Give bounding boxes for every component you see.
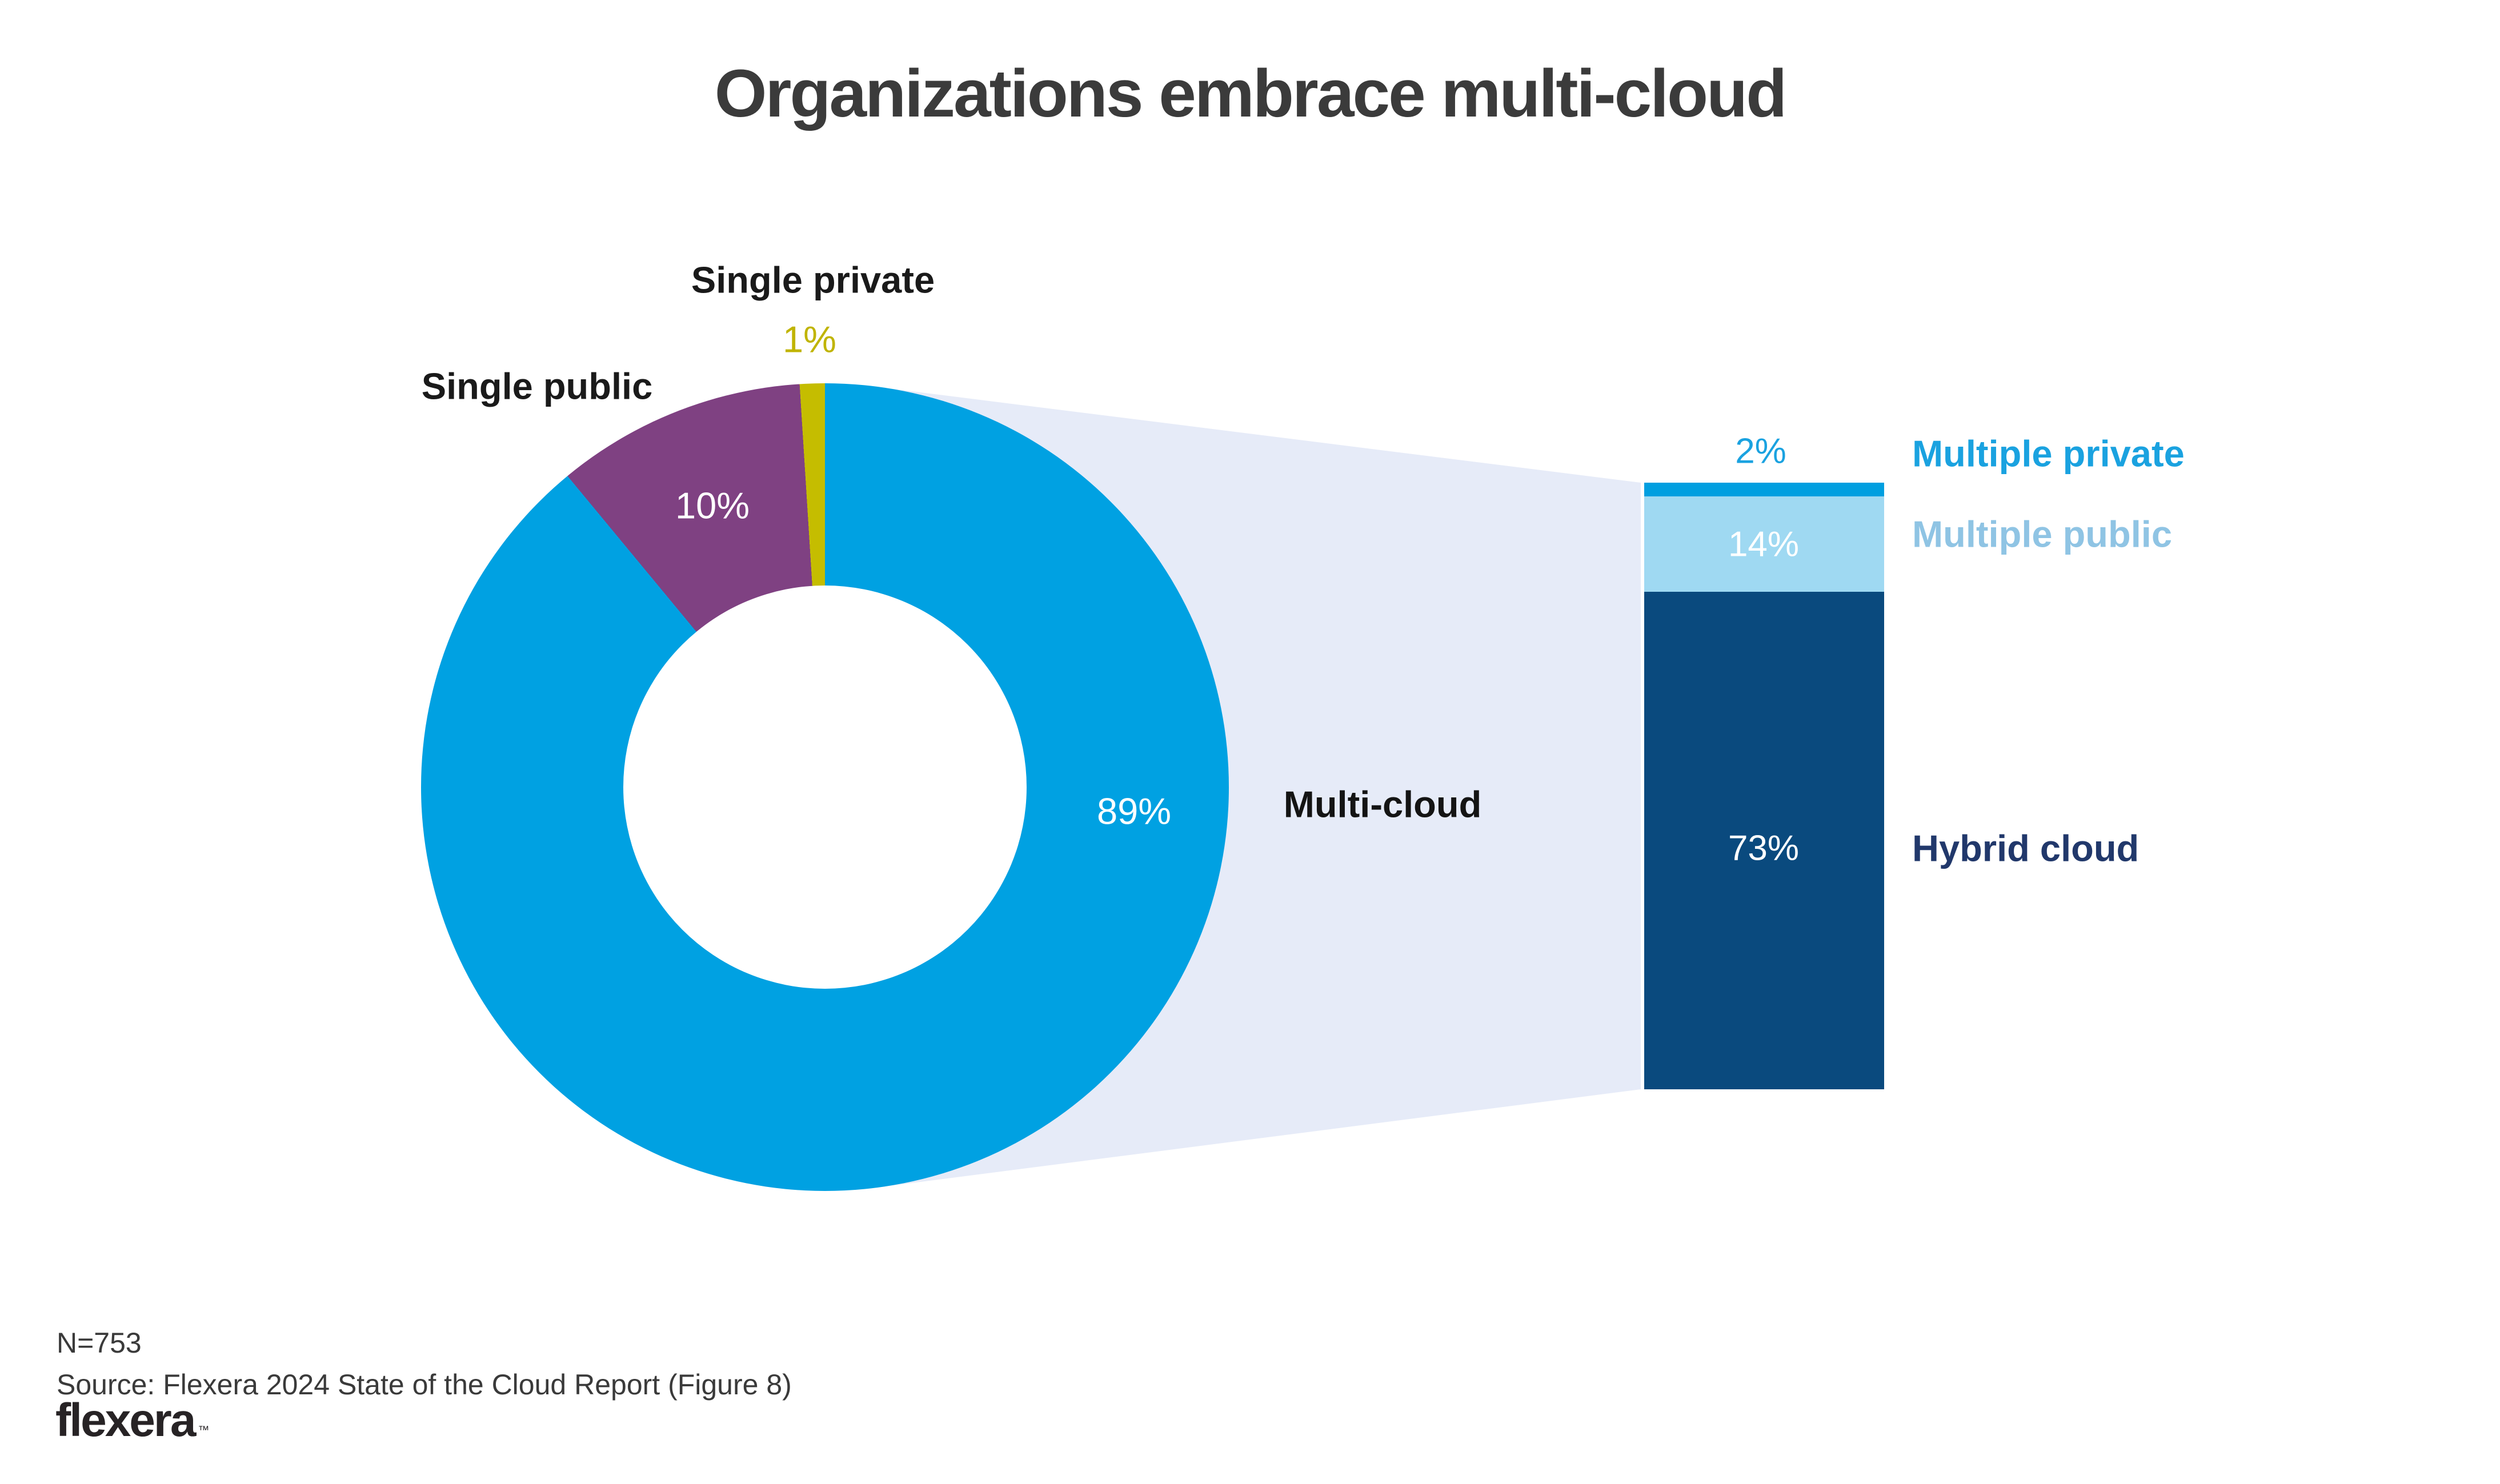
label-single-private: Single private <box>691 259 935 301</box>
chart-title: Organizations embrace multi-cloud <box>714 56 1788 131</box>
legend-hybrid-cloud: Hybrid cloud <box>1912 827 2140 869</box>
label-multi-cloud: Multi-cloud <box>1283 783 1482 825</box>
bar-pct-hybrid-cloud: 73% <box>1728 828 1800 868</box>
bar-segment <box>1644 496 1884 592</box>
bar-pct-multiple-private: 2% <box>1735 431 1786 471</box>
trademark-icon: ™ <box>198 1424 210 1437</box>
stacked-bar <box>1644 483 1884 1089</box>
donut-hole <box>623 585 1027 989</box>
donut-pct-single-public: 10% <box>675 484 750 527</box>
bar-segment <box>1644 591 1884 1089</box>
sample-size-note: N=753 <box>57 1327 142 1359</box>
flexera-logo-text: flexera <box>55 1394 196 1446</box>
legend-multiple-public: Multiple public <box>1912 513 2172 555</box>
legend-multiple-private: Multiple private <box>1912 432 2185 475</box>
bar-pct-multiple-public: 14% <box>1728 524 1800 564</box>
bar-segment <box>1644 483 1884 496</box>
donut-pct-single-private: 1% <box>783 318 836 360</box>
source-note: Source: Flexera 2024 State of the Cloud … <box>57 1369 792 1401</box>
label-single-public: Single public <box>421 365 653 407</box>
donut-pct-multi-cloud: 89% <box>1096 790 1172 832</box>
